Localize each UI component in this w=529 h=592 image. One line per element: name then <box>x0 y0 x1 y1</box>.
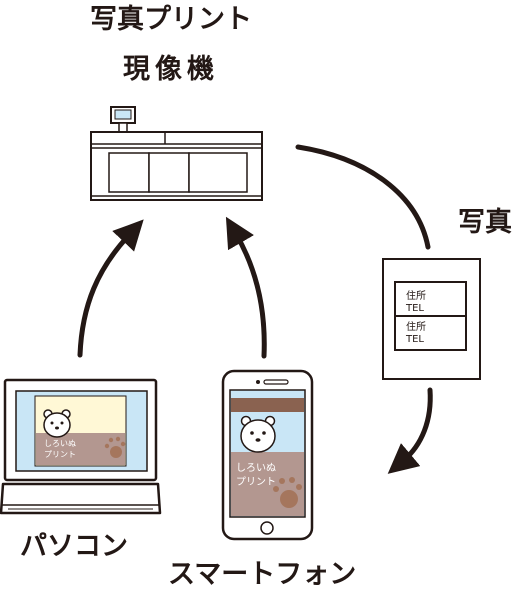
card-address-2: 住所 <box>406 320 426 333</box>
card-tel-1: TEL <box>405 303 424 314</box>
phone-camera <box>256 380 260 384</box>
phone-card-text-2: プリント <box>236 476 276 488</box>
phone-header-band <box>231 398 304 412</box>
arrow-pc-to-machine <box>77 219 144 358</box>
laptop-card-text-2: プリント <box>44 450 76 459</box>
laptop-icon: しろいぬ プリント <box>0 378 162 515</box>
smartphone-icon: しろいぬ プリント <box>221 369 314 541</box>
pc-label: パソコン <box>20 531 128 562</box>
arrow-photo-to-smartphone <box>387 387 433 474</box>
machine-label-line2: 現像機 <box>123 54 219 85</box>
card-address-1: 住所 <box>406 289 426 302</box>
phone-card-text-1: しろいぬ <box>236 462 276 474</box>
machine-monitor-stand <box>118 122 128 133</box>
arrow-smartphone-to-machine <box>225 216 267 359</box>
machine-panel <box>188 152 248 193</box>
print-machine-icon <box>90 106 263 201</box>
smartphone-label: スマートフォン <box>168 559 357 590</box>
printed-photo-card: 住所 TEL 住所 TEL <box>382 258 481 380</box>
dog-character-icon <box>43 409 71 438</box>
paw-icon <box>104 436 126 458</box>
machine-label-line1: 写真プリント <box>90 4 252 35</box>
phone-home-button <box>260 521 274 535</box>
dog-character-icon <box>240 415 276 453</box>
paw-icon <box>273 477 302 508</box>
photo-label: 写真 <box>458 207 512 238</box>
machine-panel <box>148 152 190 193</box>
arrow-machine-to-photo <box>295 144 431 250</box>
machine-monitor-screen <box>114 109 132 120</box>
phone-speaker <box>263 379 289 385</box>
laptop-card-text-1: しろいぬ <box>44 439 76 448</box>
card-tel-2: TEL <box>405 334 424 345</box>
machine-panel <box>108 152 150 193</box>
